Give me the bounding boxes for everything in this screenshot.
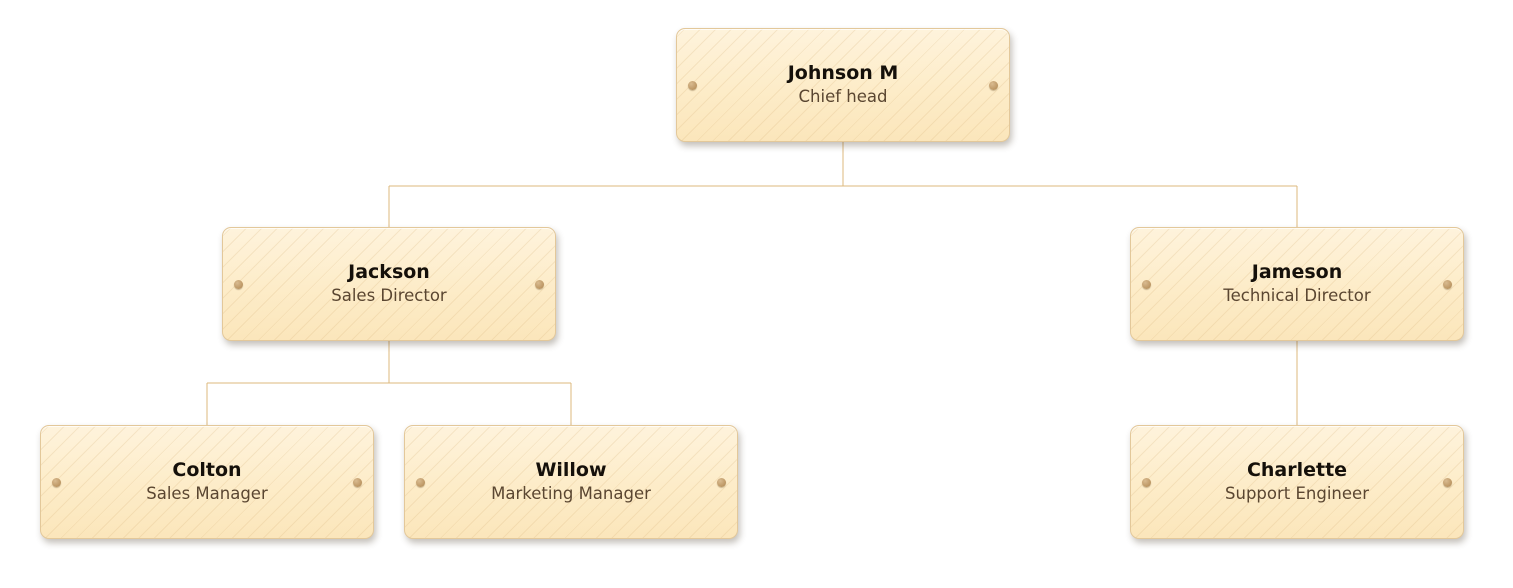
rivet-left-icon (416, 477, 425, 487)
org-node-title: Sales Director (331, 285, 447, 305)
rivet-right-icon (989, 80, 998, 90)
org-node-title: Technical Director (1223, 285, 1371, 305)
org-node-name: Jameson (1251, 261, 1343, 284)
rivet-left-icon (1142, 477, 1151, 487)
org-node-name: Charlette (1246, 459, 1348, 482)
org-node-title: Chief head (798, 86, 888, 106)
rivet-right-icon (1443, 477, 1452, 487)
rivet-right-icon (717, 477, 726, 487)
org-node-name: Colton (172, 459, 242, 482)
rivet-left-icon (52, 477, 61, 487)
rivet-right-icon (1443, 279, 1452, 289)
rivet-right-icon (353, 477, 362, 487)
org-node-title: Marketing Manager (491, 483, 651, 503)
org-node-name: Willow (535, 459, 607, 482)
org-node-title: Support Engineer (1225, 483, 1369, 503)
rivet-right-icon (535, 279, 544, 289)
rivet-left-icon (1142, 279, 1151, 289)
rivet-left-icon (234, 279, 243, 289)
org-node-name: Jackson (348, 261, 430, 284)
org-node-title: Sales Manager (146, 483, 268, 503)
rivet-left-icon (688, 80, 697, 90)
org-node-name: Johnson M (787, 62, 899, 85)
